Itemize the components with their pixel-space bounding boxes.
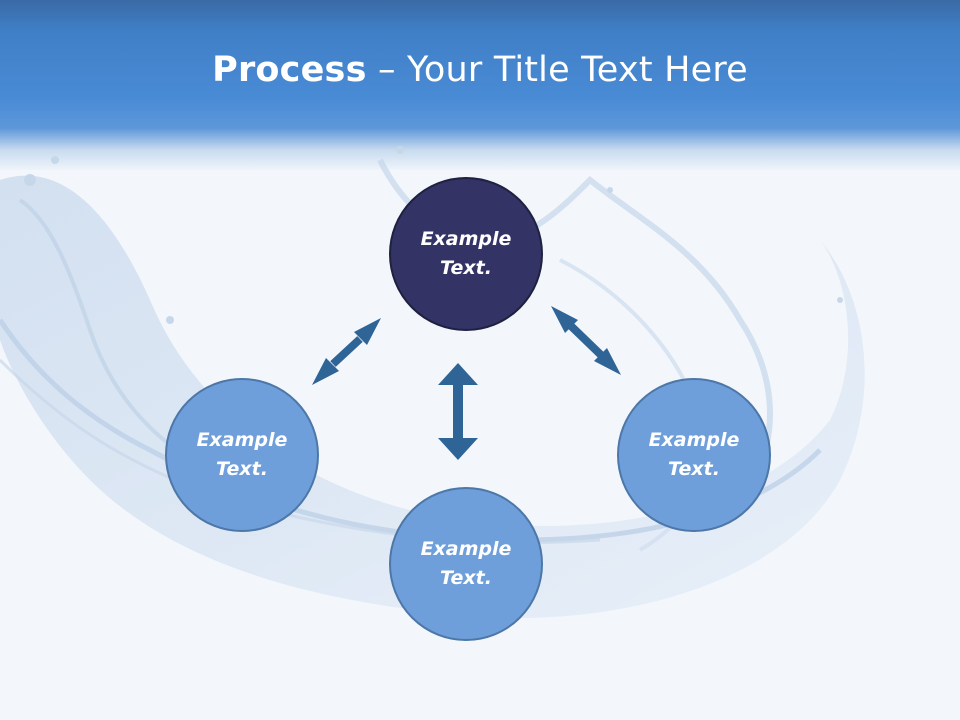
title-bold: Process [212, 50, 367, 90]
node-label: Example Text. [648, 429, 740, 480]
process-node-left[interactable]: Example Text. [165, 378, 319, 532]
arrow-vertical [438, 363, 478, 460]
node-label: Example Text. [196, 429, 288, 480]
arrow-top-right [551, 306, 621, 375]
header-band [0, 0, 960, 170]
process-node-right[interactable]: Example Text. [617, 378, 771, 532]
slide-title: Process – Your Title Text Here [0, 50, 960, 90]
title-rest: – Your Title Text Here [366, 50, 748, 90]
node-label: Example Text. [420, 538, 512, 589]
arrow-top-left [312, 318, 381, 385]
process-node-bottom[interactable]: Example Text. [389, 487, 543, 641]
node-label: Example Text. [420, 228, 512, 279]
process-node-top[interactable]: Example Text. [389, 177, 543, 331]
